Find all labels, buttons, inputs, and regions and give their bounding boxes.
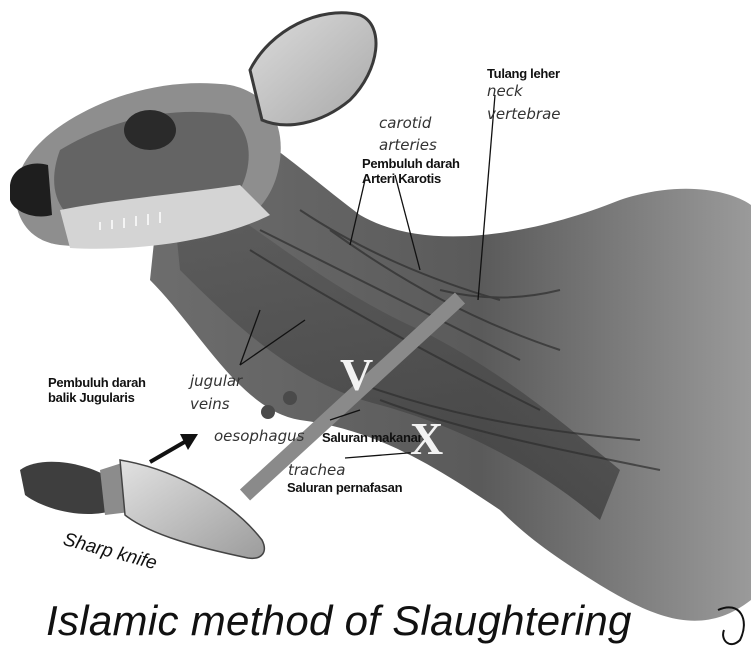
label-pembuluh-darah-jugular: Pembuluh darah bbox=[48, 376, 146, 390]
knife-blade bbox=[120, 460, 264, 558]
knife-handle bbox=[20, 462, 115, 514]
label-oesophagus: oesophagus bbox=[214, 428, 304, 445]
label-trachea: trachea bbox=[288, 462, 345, 479]
knife-arrow bbox=[150, 440, 188, 462]
snout bbox=[10, 164, 52, 217]
label-pembuluh-darah-arteri: Pembuluh darah bbox=[362, 157, 460, 171]
label-carotid: carotid bbox=[379, 115, 431, 132]
label-jugular: jugular bbox=[190, 373, 242, 390]
mark-v: V bbox=[340, 352, 373, 398]
label-vertebrae: vertebrae bbox=[487, 106, 561, 123]
label-balik-jugularis: balik Jugularis bbox=[48, 391, 135, 405]
diagram-title: Islamic method of Slaughtering bbox=[46, 598, 632, 644]
label-arteri-karotis: Arteri Karotis bbox=[362, 172, 441, 186]
label-saluran-pernafasan: Saluran pernafasan bbox=[287, 481, 402, 495]
label-neck: neck bbox=[487, 83, 523, 100]
eye-socket bbox=[124, 110, 176, 150]
label-tulang-leher: Tulang leher bbox=[487, 67, 560, 81]
mark-x: X bbox=[410, 416, 443, 462]
animal-ear bbox=[250, 13, 376, 125]
label-arteries: arteries bbox=[379, 137, 437, 154]
label-veins: veins bbox=[190, 396, 230, 413]
